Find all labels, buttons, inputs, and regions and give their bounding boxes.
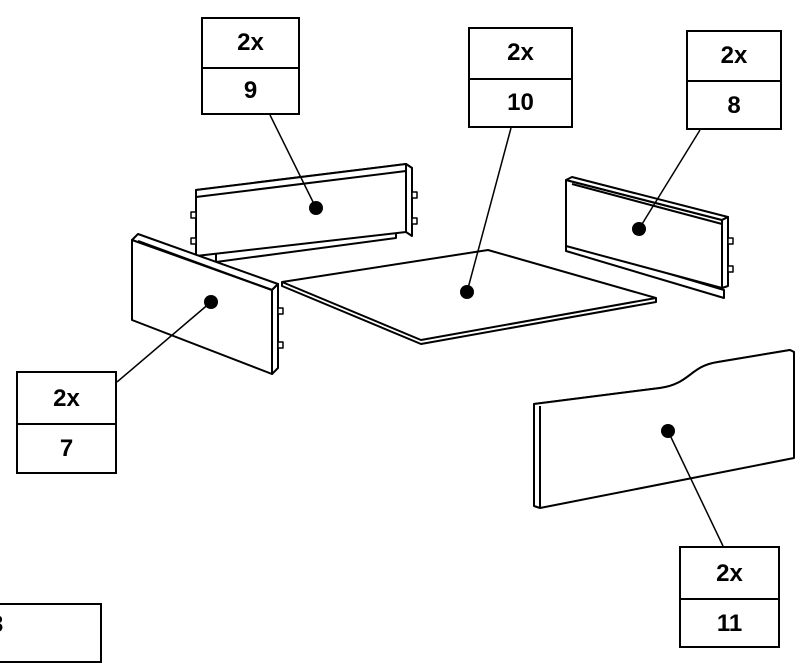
part-7-label: 2x 7 [16,371,117,474]
part-11-number: 11 [716,610,743,637]
part-11-marker [661,424,675,438]
part-7-marker [204,295,218,309]
part-11-label: 2x 11 [679,546,780,648]
leader-line-9 [269,114,317,209]
part-8-side-panel [565,176,734,299]
part-7-divider [18,423,115,425]
part-8-number: 8 [727,92,741,119]
part-8-marker [632,222,646,236]
part-9-divider [203,67,298,69]
part-10-number: 10 [507,89,534,116]
partial-label-box: 3 [0,603,102,663]
part-9-back-panel [190,163,418,263]
part-7-number: 7 [59,435,74,462]
part-9-marker [309,201,323,215]
part-11-divider [681,598,778,600]
partial-label-text: 3 [0,611,3,639]
part-10-divider [470,78,571,80]
part-7-side-panel [131,233,284,375]
leader-line-11 [667,430,724,547]
leader-line-8 [638,129,701,230]
part-8-label: 2x 8 [686,30,782,130]
part-10-quantity: 2x [507,39,534,66]
part-8-quantity: 2x [720,42,748,69]
part-10-label: 2x 10 [468,27,573,128]
part-7-quantity: 2x [53,385,80,412]
leader-line-7 [116,301,212,383]
part-10-marker [460,285,474,299]
part-9-quantity: 2x [237,29,264,56]
part-9-number: 9 [243,77,258,104]
part-9-label: 2x 9 [201,17,300,115]
leader-line-10 [466,127,512,293]
part-8-divider [688,80,780,82]
part-11-quantity: 2x [716,560,743,587]
